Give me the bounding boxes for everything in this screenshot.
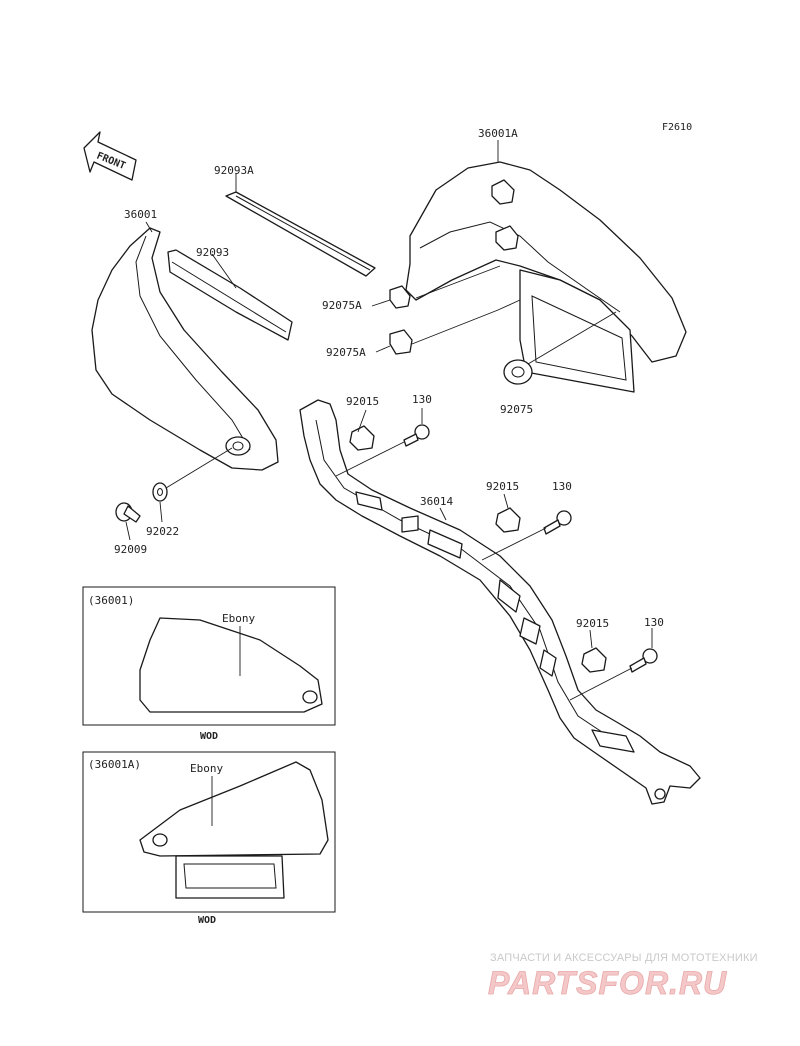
- label-36014: 36014: [420, 495, 453, 508]
- nut-92015-low: [581, 647, 607, 673]
- inset2-footer: WOD: [198, 915, 216, 926]
- inset2-title: (36001A): [88, 758, 141, 771]
- label-92075a-lower: 92075A: [326, 346, 366, 359]
- label-130-low: 130: [644, 616, 664, 629]
- bracket-36014: [299, 399, 701, 805]
- label-92075: 92075: [500, 403, 533, 416]
- side-cover-36001: [91, 227, 279, 471]
- inset2-cover-shape: [139, 761, 329, 899]
- label-92015-low: 92015: [576, 617, 609, 630]
- bolt-130-mid: [543, 510, 572, 535]
- label-36001a: 36001A: [478, 127, 518, 140]
- grommet-92075: [503, 359, 533, 385]
- inset1-cover-shape: [139, 617, 323, 713]
- label-130-top: 130: [412, 393, 432, 406]
- side-cover-36001a: [405, 161, 687, 393]
- label-36001: 36001: [124, 208, 157, 221]
- inset2-color: Ebony: [190, 762, 223, 775]
- bolt-130-low: [629, 648, 658, 673]
- strip-92093: [167, 249, 293, 341]
- bolt-130-top: [403, 424, 430, 447]
- inset-box-36001a: [82, 751, 336, 913]
- label-92015-mid: 92015: [486, 480, 519, 493]
- label-92009: 92009: [114, 543, 147, 556]
- inset1-title: (36001): [88, 594, 134, 607]
- front-arrow-icon: FRONT: [83, 131, 137, 181]
- washer-92022: [152, 482, 168, 502]
- bolt-92009: [115, 502, 141, 523]
- label-130-mid: 130: [552, 480, 572, 493]
- label-92022: 92022: [146, 525, 179, 538]
- label-92093: 92093: [196, 246, 229, 259]
- clip-92075a-lower: [389, 329, 413, 355]
- figure-code: F2610: [662, 122, 692, 133]
- watermark-tagline: ЗАПЧАСТИ И АКСЕССУАРЫ ДЛЯ МОТОТЕХНИКИ: [490, 952, 758, 964]
- label-92015-top: 92015: [346, 395, 379, 408]
- strip-92093a: [225, 191, 376, 277]
- nut-92015-mid: [495, 507, 521, 533]
- label-92093a: 92093A: [214, 164, 254, 177]
- nut-92015-top: [349, 425, 375, 451]
- inset-box-36001: [82, 586, 336, 726]
- inset1-footer: WOD: [200, 731, 218, 742]
- watermark-logo: PARTSFOR.RU: [488, 965, 727, 1001]
- label-92075a-upper: 92075A: [322, 299, 362, 312]
- inset1-color: Ebony: [222, 612, 255, 625]
